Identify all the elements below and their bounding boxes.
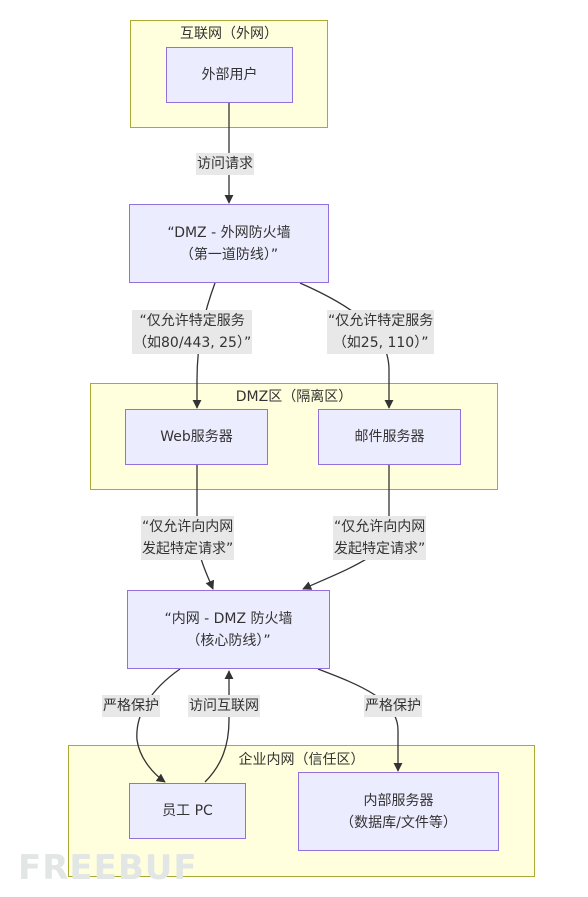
edge-label-protect-pc: 严格保护 <box>102 695 160 717</box>
cluster-dmz-label: DMZ区（隔离区） <box>235 389 353 405</box>
node-employee-pc-label: 员工 PC <box>162 803 213 819</box>
node-inner-firewall-line1: “内网 - DMZ 防火墙 <box>164 610 293 627</box>
node-internal-server: 内部服务器 （数据库/文件等） <box>298 772 499 851</box>
edge-label-allow-mail: “仅允许特定服务 （如25, 110）” <box>327 310 435 354</box>
node-mail-server-label: 邮件服务器 <box>354 429 425 445</box>
node-inner-firewall: “内网 - DMZ 防火墙 （核心防线）” <box>127 590 330 669</box>
node-web-server-label: Web服务器 <box>160 429 233 445</box>
node-employee-pc: 员工 PC <box>129 783 246 839</box>
edge-label-allow-web: “仅允许特定服务 （如80/443, 25）” <box>132 310 253 354</box>
node-external-user-label: 外部用户 <box>201 67 258 83</box>
edge-pc-to-inner-firewall <box>204 670 234 783</box>
node-mail-server: 邮件服务器 <box>318 409 461 465</box>
node-outer-firewall-line2: （第一道防线）” <box>179 246 279 263</box>
edge-label-access-request: 访问请求 <box>196 153 254 175</box>
edge-inner-firewall-to-server <box>317 668 403 772</box>
node-outer-firewall-line1: “DMZ - 外网防火墙 <box>167 224 291 241</box>
edge-inner-firewall-to-pc <box>136 668 181 783</box>
edge-label-mail-outbound: “仅允许向内网 发起特定请求” <box>333 516 427 560</box>
cluster-internet-label: 互联网（外网） <box>180 26 278 42</box>
node-external-user: 外部用户 <box>166 47 293 103</box>
node-web-server: Web服务器 <box>125 409 268 465</box>
node-outer-firewall: “DMZ - 外网防火墙 （第一道防线）” <box>129 204 329 283</box>
edge-label-web-outbound: “仅允许向内网 发起特定请求” <box>141 516 235 560</box>
edge-label-internet-access: 访问互联网 <box>188 695 260 717</box>
cluster-intranet-label: 企业内网（信任区） <box>238 752 365 768</box>
node-internal-server-line1: 内部服务器 <box>363 792 434 809</box>
node-inner-firewall-line2: （核心防线）” <box>186 632 271 649</box>
edge-label-protect-server: 严格保护 <box>364 695 422 717</box>
node-internal-server-line2: （数据库/文件等） <box>340 814 457 831</box>
freebuf-watermark: FREEBUF <box>18 848 198 888</box>
